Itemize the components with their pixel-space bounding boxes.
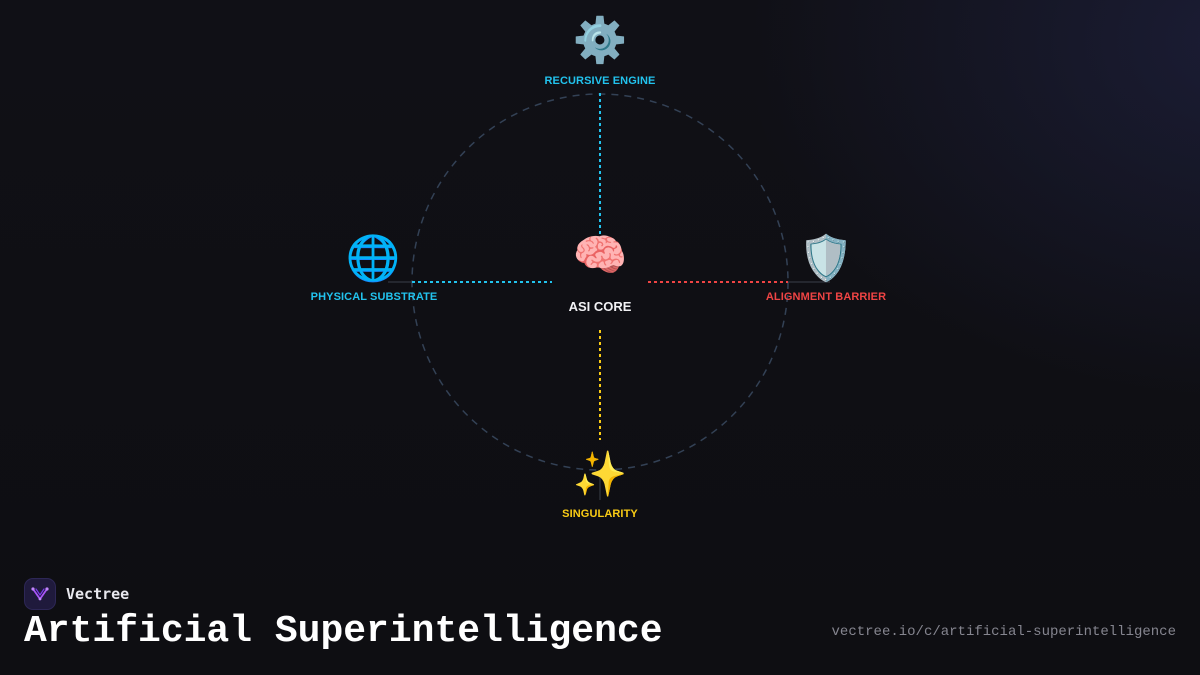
sparkles-icon: ✨ xyxy=(572,449,628,500)
asi-core-label: ASI CORE xyxy=(568,299,632,314)
brain-icon: 🧠 xyxy=(572,230,628,281)
vectree-logo-icon xyxy=(24,578,56,610)
brand[interactable]: Vectree xyxy=(24,577,129,611)
gear-icon: ⚙️ xyxy=(572,15,628,66)
alignment-barrier-label: ALIGNMENT BARRIER xyxy=(765,291,887,303)
shield-icon: 🛡️ xyxy=(798,233,854,284)
singularity-label: SINGULARITY xyxy=(562,508,638,520)
recursive-engine-label: RECURSIVE ENGINE xyxy=(544,75,656,87)
globe-icon: 🌐 xyxy=(345,233,401,284)
brand-name: Vectree xyxy=(66,585,130,603)
page-title: Artificial Superintelligence xyxy=(24,610,663,653)
physical-substrate-label: PHYSICAL SUBSTRATE xyxy=(310,291,438,303)
page-url[interactable]: vectree.io/c/artificial-superintelligenc… xyxy=(831,624,1176,640)
